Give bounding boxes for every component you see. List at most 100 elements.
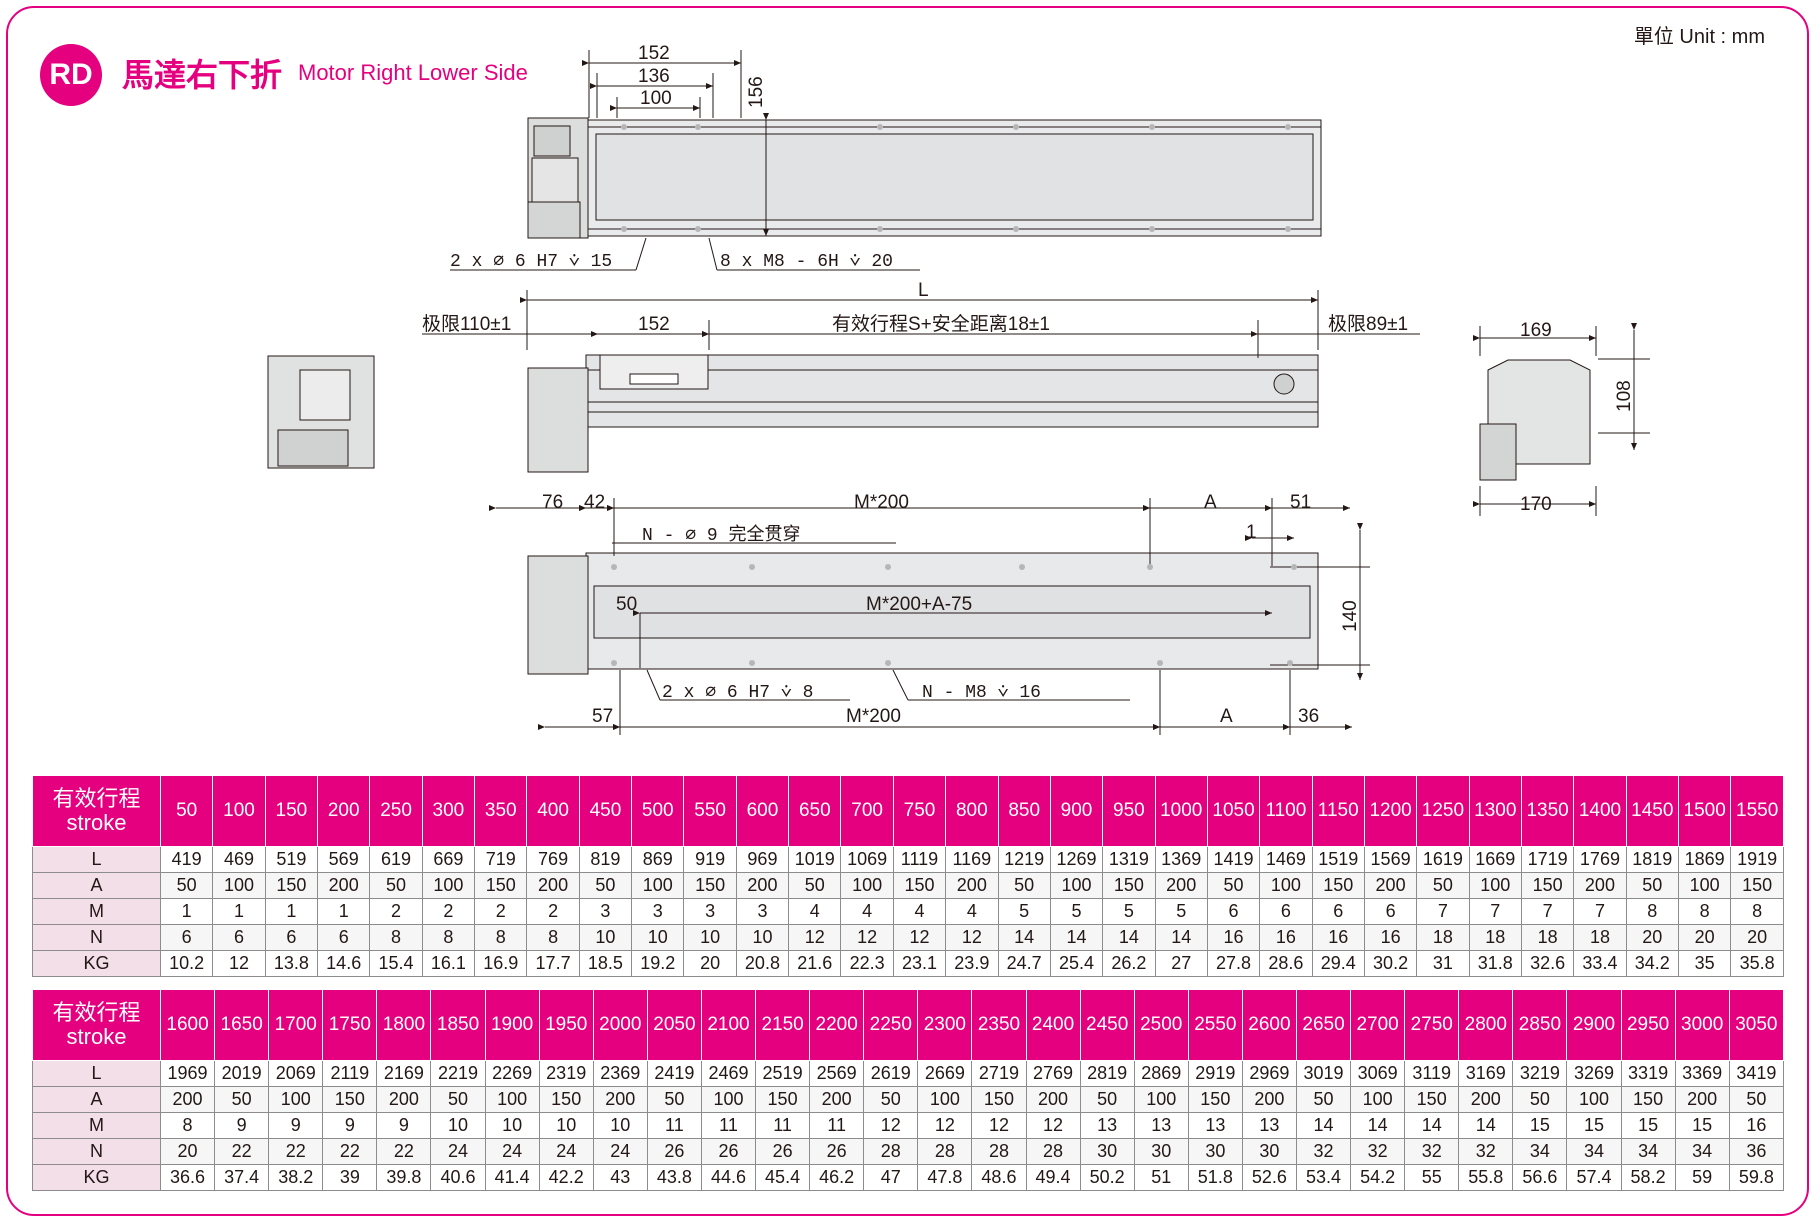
table-cell: 100 — [1677, 872, 1732, 899]
stroke-value: 1400 — [1573, 775, 1627, 847]
table-cell: 1569 — [1363, 846, 1418, 873]
page-frame — [6, 6, 1809, 1216]
table-cell: 3269 — [1566, 1060, 1622, 1087]
table-cell: 6 — [317, 924, 371, 951]
table-cell: 100 — [421, 872, 476, 899]
dim-170: 170 — [1520, 494, 1552, 515]
table-cell: 10 — [430, 1112, 486, 1139]
table-cell: 1 — [212, 898, 266, 925]
table-cell: 12 — [945, 924, 999, 951]
table-cell: 38.2 — [268, 1164, 324, 1191]
table-cell: 2869 — [1133, 1060, 1189, 1087]
table-cell: 2219 — [430, 1060, 486, 1087]
table-cell: 47 — [863, 1164, 919, 1191]
stroke-value: 600 — [735, 775, 790, 847]
table-cell: 150 — [1620, 1086, 1676, 1113]
table-cell: 1669 — [1468, 846, 1522, 873]
table-cell: 1619 — [1416, 846, 1470, 873]
table-cell: 41.4 — [484, 1164, 540, 1191]
table-cell: 32 — [1295, 1138, 1352, 1165]
table-cell: 26 — [755, 1138, 811, 1165]
stroke-value: 300 — [421, 775, 476, 847]
table-cell: 23.9 — [945, 950, 999, 977]
stroke-value: 2650 — [1295, 989, 1352, 1061]
table-cell: 36 — [1728, 1138, 1785, 1165]
table-cell: 150 — [322, 1086, 378, 1113]
table-cell: 9 — [376, 1112, 432, 1139]
table-cell: 11 — [755, 1112, 811, 1139]
table-cell: 1169 — [945, 846, 999, 873]
table-cell: 50 — [788, 872, 842, 899]
stroke-value: 2800 — [1458, 989, 1514, 1061]
table-cell: 12 — [840, 924, 894, 951]
table-cell: 100 — [840, 872, 894, 899]
table-cell: 15.4 — [369, 950, 423, 977]
table-cell: 6 — [159, 924, 214, 951]
table-cell: 1719 — [1520, 846, 1575, 873]
stroke-value: 2900 — [1566, 989, 1622, 1061]
dim-L: L — [918, 280, 929, 301]
table-cell: 6 — [1311, 898, 1365, 925]
table-cell: 1219 — [997, 846, 1051, 873]
table-cell: 26 — [646, 1138, 702, 1165]
table-cell: 19.2 — [631, 950, 685, 977]
table-cell: 6 — [264, 924, 319, 951]
table-cell: 15 — [1566, 1112, 1622, 1139]
table-cell: 3119 — [1404, 1060, 1460, 1087]
stroke-value: 1500 — [1677, 775, 1732, 847]
table-cell: 31 — [1416, 950, 1470, 977]
table-cell: 56.6 — [1512, 1164, 1568, 1191]
stroke-value: 2500 — [1133, 989, 1189, 1061]
table-cell: 50 — [863, 1086, 919, 1113]
table-cell: 16 — [1206, 924, 1261, 951]
table-cell: 50 — [997, 872, 1051, 899]
table-cell: 4 — [788, 898, 842, 925]
stroke-value: 800 — [945, 775, 999, 847]
stroke-value: 1100 — [1259, 775, 1313, 847]
table-cell: 3 — [735, 898, 790, 925]
stroke-value: 1900 — [484, 989, 540, 1061]
table-cell: 12 — [892, 924, 947, 951]
table-cell: 50 — [1728, 1086, 1785, 1113]
table-cell: 30 — [1133, 1138, 1189, 1165]
table-cell: 50 — [1206, 872, 1261, 899]
stroke-value: 2950 — [1620, 989, 1676, 1061]
table-cell: 4 — [892, 898, 947, 925]
table-cell: 150 — [755, 1086, 811, 1113]
table-cell: 24 — [430, 1138, 486, 1165]
table-cell: 48.6 — [971, 1164, 1027, 1191]
table-cell: 13 — [1079, 1112, 1135, 1139]
table-cell: 3 — [578, 898, 633, 925]
table-cell: 51 — [1133, 1164, 1189, 1191]
table-cell: 1119 — [892, 846, 947, 873]
table-cell: 14 — [1458, 1112, 1514, 1139]
table-cell: 10 — [735, 924, 790, 951]
dim-m200-top: M*200 — [854, 492, 909, 513]
table-cell: 3069 — [1350, 1060, 1406, 1087]
table-cell: 819 — [578, 846, 633, 873]
table-cell: 3319 — [1620, 1060, 1676, 1087]
table-cell: 2319 — [538, 1060, 594, 1087]
table-cell: 28 — [971, 1138, 1027, 1165]
table-cell: 5 — [1049, 898, 1104, 925]
table-cell: 18 — [1416, 924, 1470, 951]
table-cell: 1419 — [1206, 846, 1261, 873]
table-cell: 200 — [1025, 1086, 1081, 1113]
table-cell: 150 — [1730, 872, 1784, 899]
table-cell: 26.2 — [1102, 950, 1156, 977]
table-cell: 3419 — [1728, 1060, 1785, 1087]
table-cell: 919 — [683, 846, 737, 873]
screw-hole-note-top: 8 x M8 - 6H ⩒ 20 — [720, 252, 893, 272]
dim-50: 50 — [616, 594, 637, 615]
table-cell: 55 — [1404, 1164, 1460, 1191]
table-cell: 100 — [1049, 872, 1104, 899]
stroke-value: 1450 — [1625, 775, 1679, 847]
table-cell: 1 — [159, 898, 214, 925]
title-english: Motor Right Lower Side — [298, 60, 528, 85]
stroke-value: 1800 — [376, 989, 432, 1061]
dim-m200-a-75: M*200+A-75 — [866, 594, 972, 615]
table-cell: 200 — [159, 1086, 216, 1113]
pin-hole-note-bottom: 2 x ∅ 6 H7 ⩒ 8 — [662, 683, 813, 703]
